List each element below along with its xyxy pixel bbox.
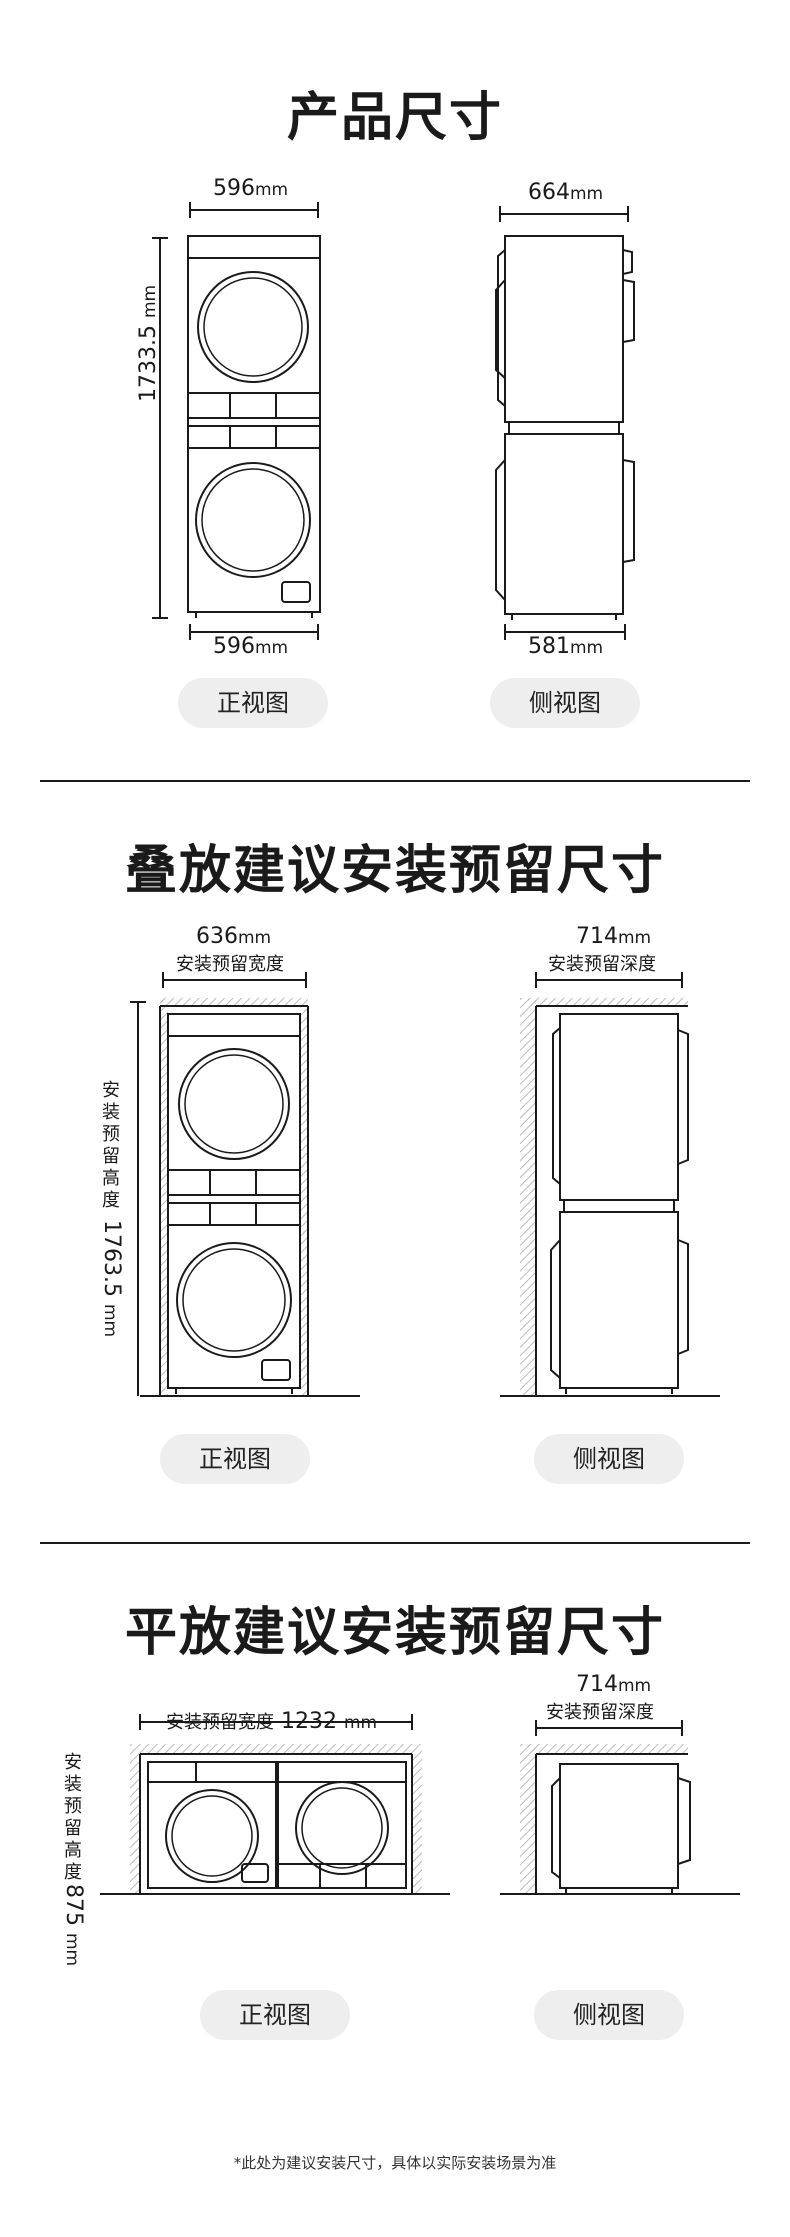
s3-depth-caption: 安装预留深度	[546, 1702, 654, 1723]
s2-side-stack	[550, 1013, 689, 1394]
divider-2	[40, 1542, 750, 1544]
s3-side-view-pill: 侧视图	[534, 1990, 684, 2040]
s3-front-view-pill: 正视图	[200, 1990, 350, 2040]
s3-height-caption: 安装预留高度	[64, 1752, 82, 1883]
s3-side-dimension-lines	[535, 1720, 683, 1736]
s1-front-dimension-lines	[152, 202, 319, 640]
s3-front-dryer	[277, 1761, 407, 1889]
s3-side-niche	[500, 1744, 740, 1895]
s2-width-caption: 安装预留宽度	[176, 954, 284, 975]
s1-front-stack	[187, 235, 321, 618]
s1-side-stack	[495, 235, 635, 620]
section3-title: 平放建议安装预留尺寸	[124, 1603, 665, 1663]
section1-title: 产品尺寸	[286, 88, 503, 148]
s2-front-stack	[167, 1013, 301, 1394]
s2-front-dimension-lines	[130, 972, 307, 1396]
s2-depth-label: 714mm	[576, 924, 652, 949]
s2-side-view-pill: 侧视图	[534, 1434, 684, 1484]
divider-1	[40, 780, 750, 782]
s3-front-washer	[147, 1761, 277, 1889]
s2-front-view-pill: 正视图	[160, 1434, 310, 1484]
s1-side-dimension-lines	[499, 206, 629, 640]
s2-height-caption: 安装预留高度	[102, 1080, 120, 1211]
s2-front-niche	[140, 998, 360, 1397]
s1-width-top-label: 596mm	[213, 176, 289, 201]
footnote: *此处为建议安装尺寸，具体以实际安装场景为准	[233, 2154, 557, 2172]
s3-front-niche	[100, 1744, 450, 1895]
s2-side-dimension-lines	[535, 972, 683, 988]
s2-width-label: 636mm	[196, 924, 272, 949]
s1-side-view-pill: 侧视图	[490, 678, 640, 728]
s1-depth-bottom-label: 581mm	[528, 634, 604, 659]
s1-width-bottom-label: 596mm	[213, 634, 289, 659]
section2-title: 叠放建议安装预留尺寸	[124, 841, 665, 901]
s2-depth-caption: 安装预留深度	[548, 954, 656, 975]
s1-depth-top-label: 664mm	[528, 180, 604, 205]
s3-front-dimension-lines	[139, 1714, 413, 1730]
s2-side-niche	[500, 998, 720, 1397]
s3-side-machine	[551, 1763, 691, 1894]
s3-depth-label: 714mm	[576, 1672, 652, 1697]
s1-front-view-pill: 正视图	[178, 678, 328, 728]
